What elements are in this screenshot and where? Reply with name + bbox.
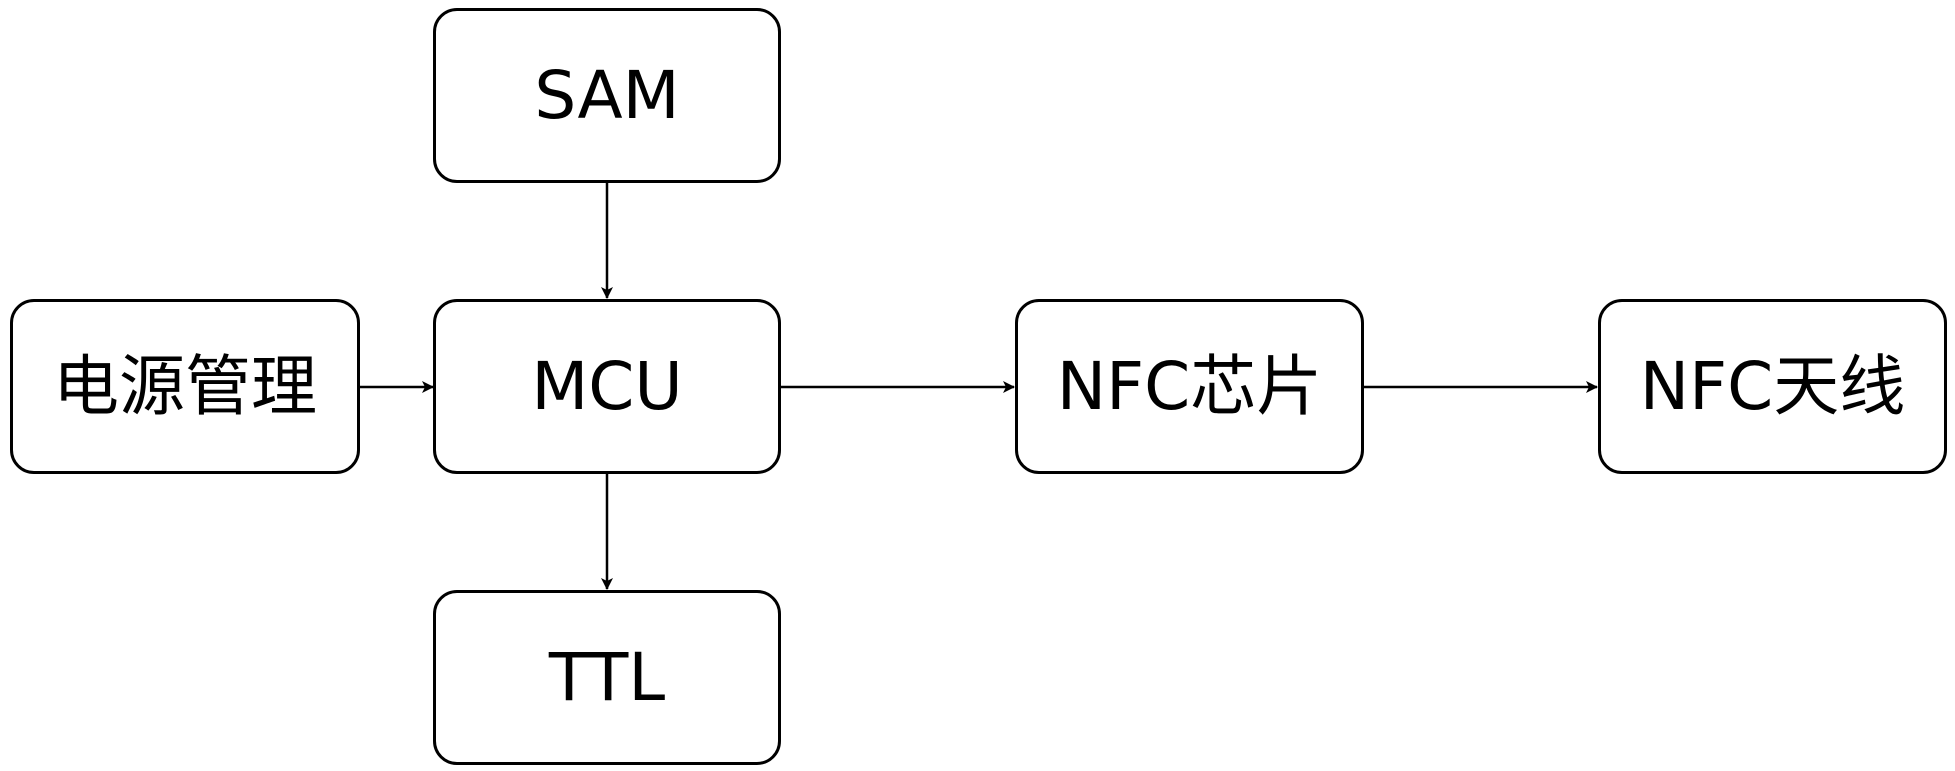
- node-sam: SAM: [433, 8, 781, 183]
- node-nfc-antenna: NFC天线: [1598, 299, 1947, 474]
- node-nfc-chip: NFC芯片: [1015, 299, 1364, 474]
- node-mcu: MCU: [433, 299, 781, 474]
- node-power-management: 电源管理: [10, 299, 360, 474]
- node-ttl: TTL: [433, 590, 781, 765]
